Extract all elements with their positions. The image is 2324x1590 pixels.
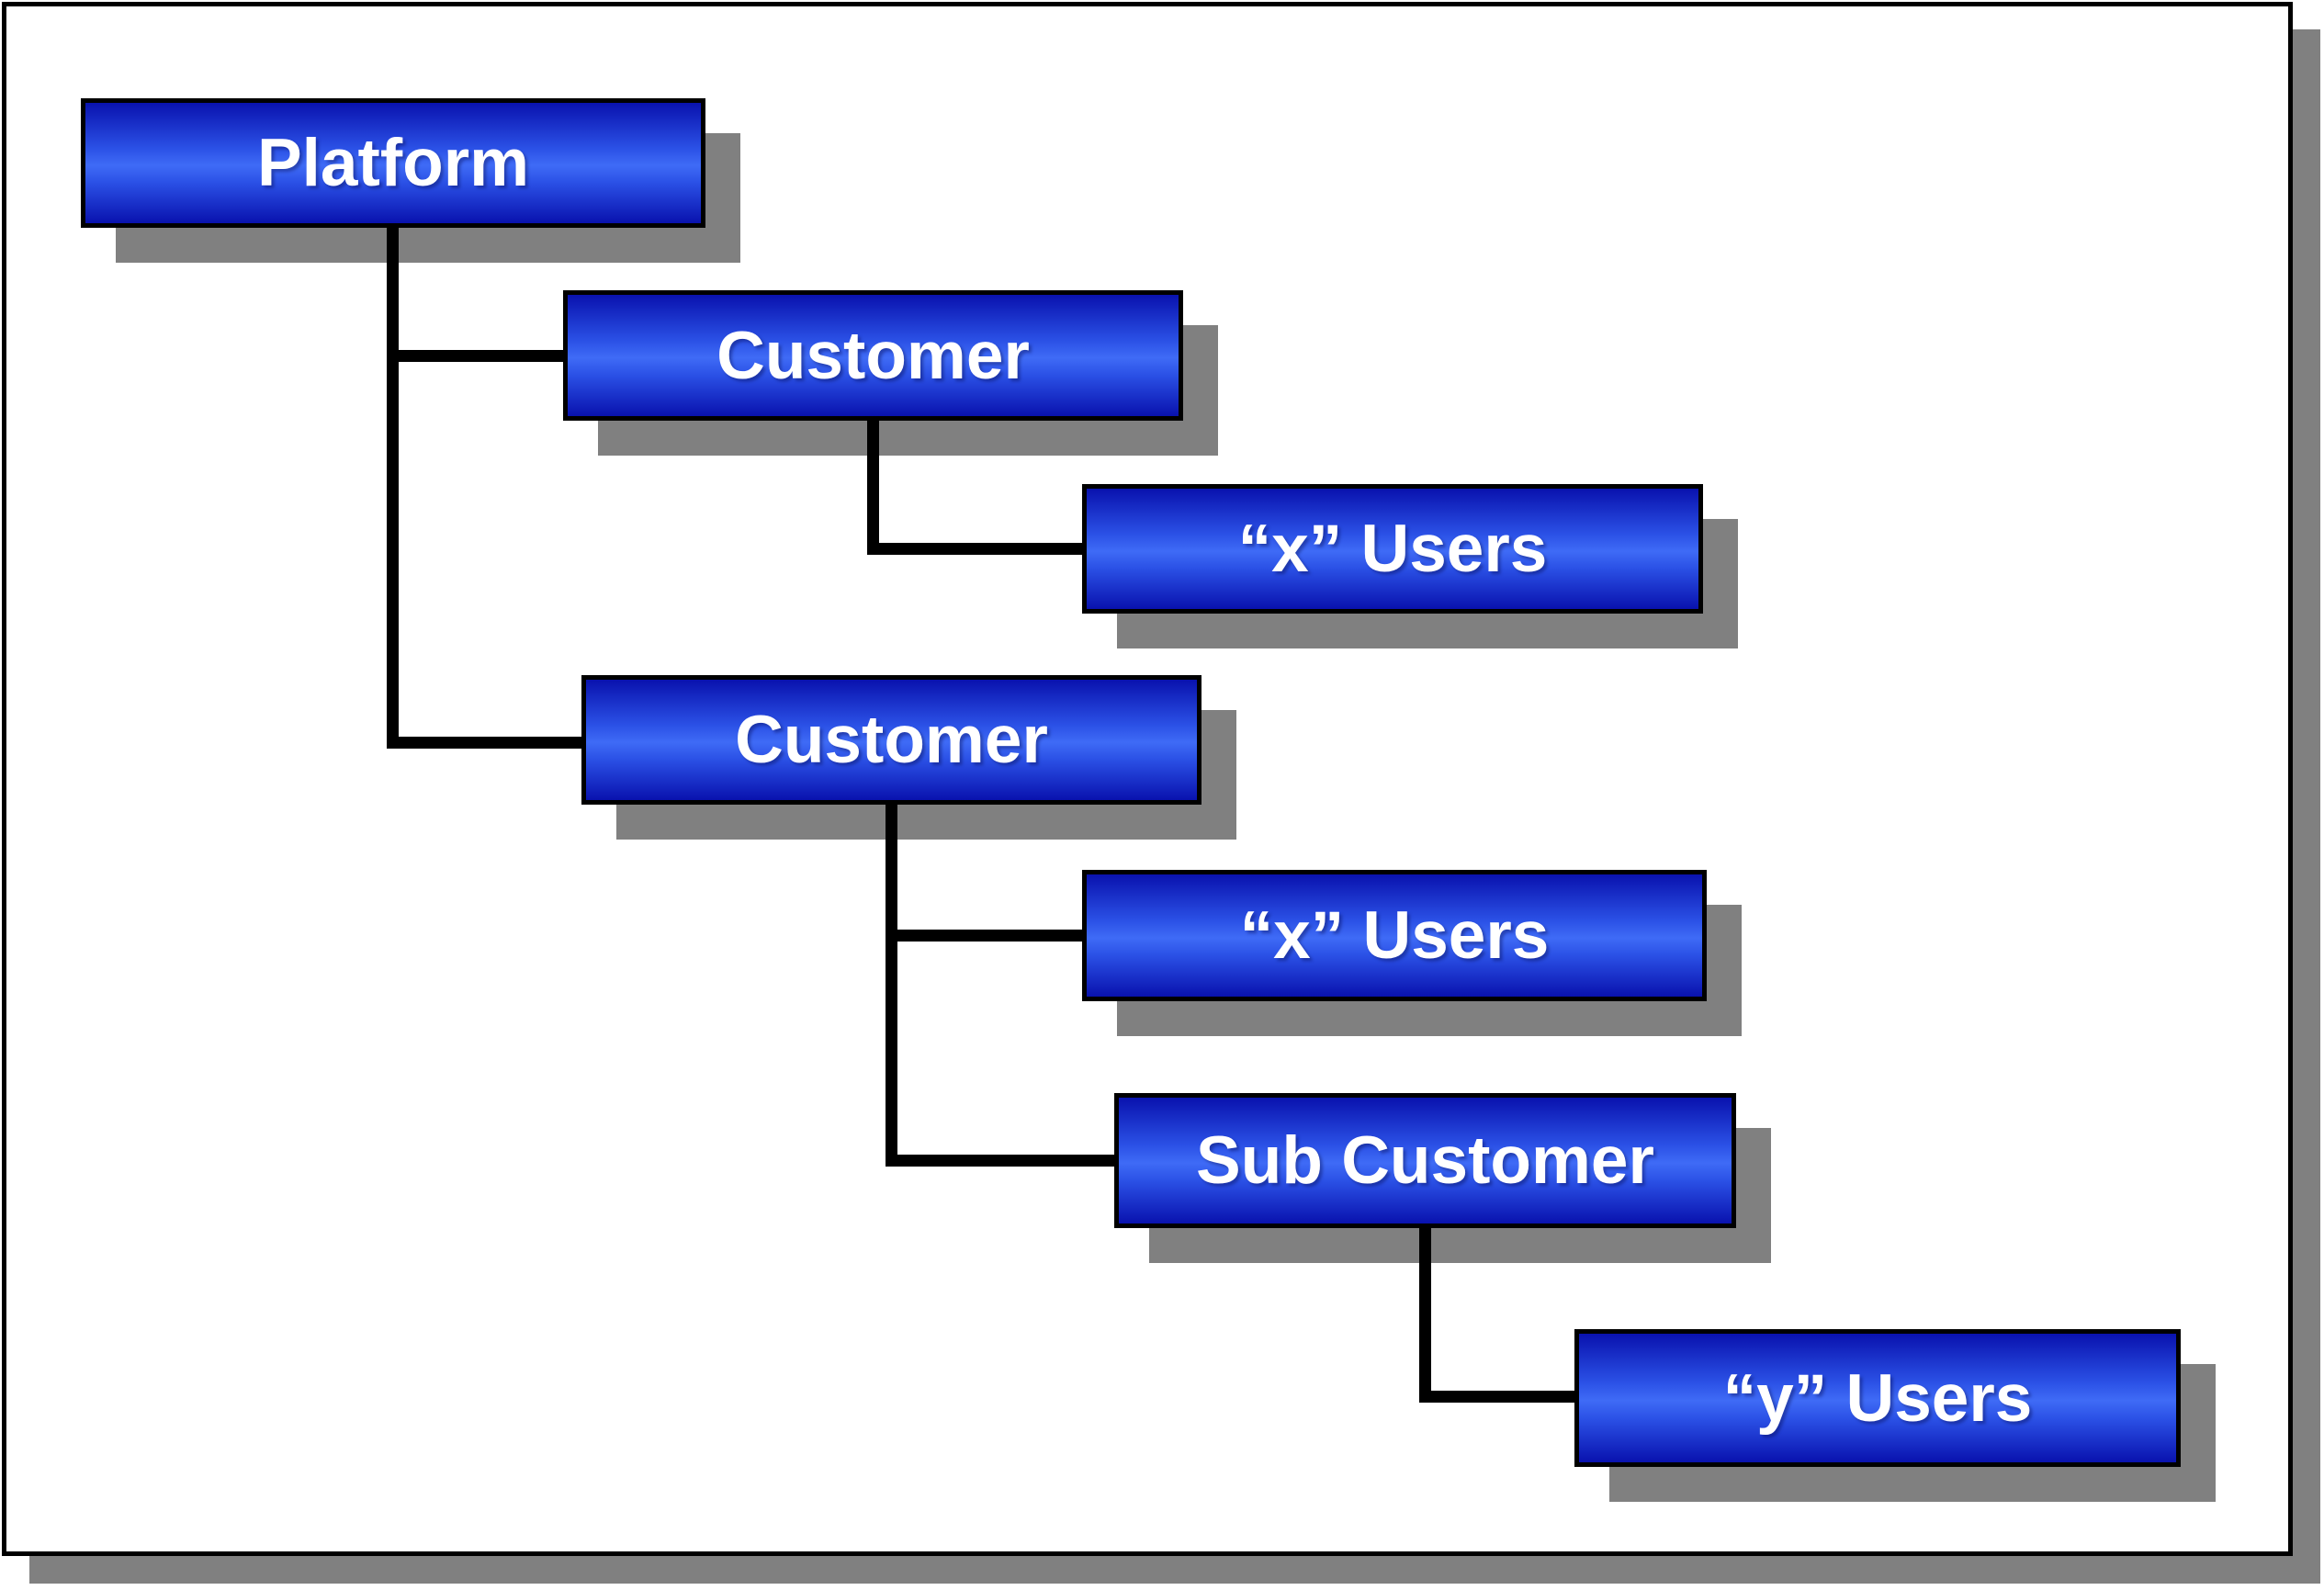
node-sub-customer-label: Sub Customer: [1196, 1123, 1654, 1198]
node-x-users-2-label: “x” Users: [1239, 898, 1550, 973]
node-customer-1: Customer: [563, 290, 1183, 421]
node-platform: Platform: [81, 98, 705, 228]
node-x-users-1: “x” Users: [1082, 484, 1703, 614]
connector-customer-2-to-x-users-2: [886, 930, 1082, 942]
connector-customer-1-to-x-users-1: [867, 543, 1082, 555]
node-y-users: “y” Users: [1574, 1329, 2181, 1467]
node-x-users-1-label: “x” Users: [1237, 512, 1548, 586]
connector-trunk-customer-2: [886, 797, 897, 1167]
node-y-users-label: “y” Users: [1722, 1360, 2033, 1436]
node-sub-customer: Sub Customer: [1114, 1093, 1736, 1228]
node-customer-2-label: Customer: [735, 703, 1048, 777]
node-customer-2: Customer: [581, 675, 1201, 805]
node-customer-1-label: Customer: [716, 318, 1030, 393]
connector-trunk-customer-1: [867, 413, 879, 555]
connector-customer-2-to-sub-customer: [886, 1155, 1114, 1167]
connector-sub-customer-to-y-users: [1419, 1391, 1574, 1403]
connector-trunk-platform: [387, 220, 399, 749]
connector-platform-to-customer-1: [387, 350, 563, 362]
connector-trunk-sub-customer: [1419, 1222, 1431, 1403]
connector-platform-to-customer-2: [387, 737, 581, 749]
node-x-users-2: “x” Users: [1082, 870, 1707, 1001]
node-platform-label: Platform: [256, 126, 530, 200]
